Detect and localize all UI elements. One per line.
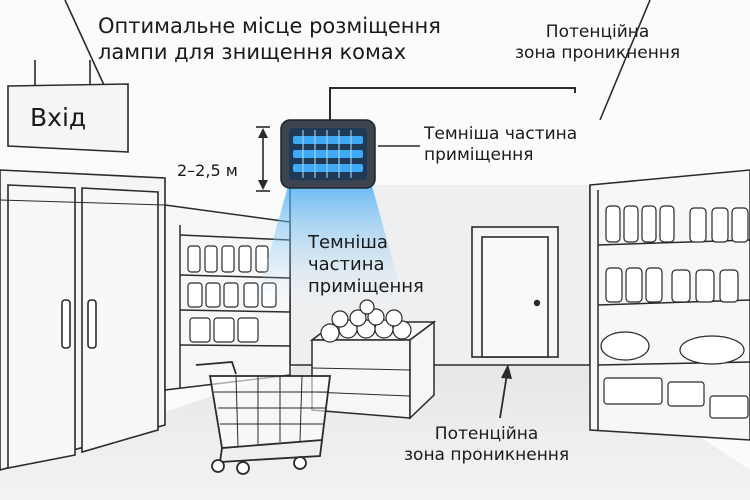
entry-zone-bottom-line-1: Потенційна	[434, 424, 539, 444]
right-shelf	[589, 169, 750, 441]
shopping-cart-icon	[195, 361, 332, 475]
dark-area-beam-label: Темніша частина приміщення	[308, 232, 424, 298]
title-line-2: лампи для знищення комах	[98, 39, 407, 64]
entrance-doors	[0, 169, 166, 471]
left-shelf	[164, 204, 291, 391]
entry-zone-label-top: Потенційна зона проникнення	[515, 22, 680, 63]
dark-area-lamp-line-1: Темніша частина	[424, 124, 578, 144]
back-door	[471, 226, 559, 358]
dark-area-beam-line-2: частина	[308, 253, 385, 275]
entry-zone-label-bottom: Потенційна зона проникнення	[404, 424, 569, 465]
insect-killer-lamp-icon	[280, 87, 576, 189]
entry-zone-bottom-line-2: зона проникнення	[404, 444, 570, 465]
entry-zone-top-line-2: зона проникнення	[515, 42, 681, 63]
height-dimension-arrow	[256, 126, 270, 192]
dark-area-lamp-line-2: приміщення	[424, 144, 534, 165]
dark-area-beam-line-3: приміщення	[308, 275, 424, 297]
produce-crate-icon	[309, 299, 437, 420]
entry-zone-arrow	[499, 364, 512, 419]
entrance-sign	[7, 60, 129, 153]
diagram-title: Оптимальне місце розміщення лампи для зн…	[98, 14, 441, 65]
entrance-sign-text: Вхід	[30, 103, 87, 132]
dark-area-beam-line-1: Темніша	[308, 232, 388, 253]
entry-zone-top-line-1: Потенційна	[545, 22, 650, 42]
title-line-1: Оптимальне місце розміщення	[98, 14, 441, 38]
mount-height-label: 2–2,5 м	[177, 161, 238, 180]
dark-area-lamp-label: Темніша частина приміщення	[424, 124, 577, 165]
light-beam	[255, 186, 405, 305]
